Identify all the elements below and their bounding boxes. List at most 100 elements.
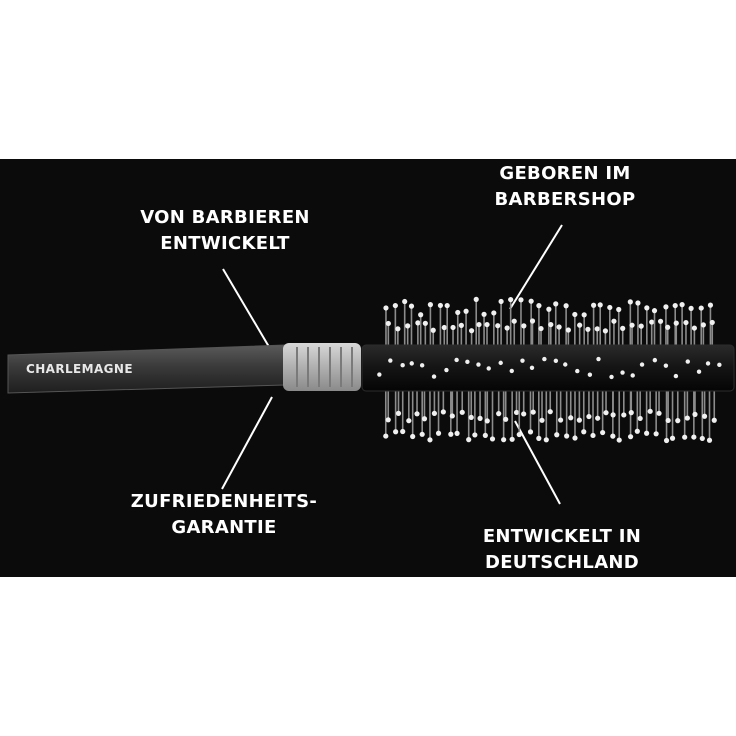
bristle-tip	[465, 359, 470, 365]
bristle-tip	[530, 409, 536, 415]
callout-top-left-line1: VON BARBIEREN	[140, 207, 310, 228]
bristle-tip	[644, 430, 650, 436]
bristle-tip	[585, 326, 591, 332]
callout-top-right-line1: GEBOREN IM	[499, 163, 631, 184]
bristle-tip	[509, 436, 515, 442]
bristle-tip	[620, 325, 626, 331]
bristle-tip	[409, 361, 414, 366]
bristle-tip	[629, 322, 635, 328]
bristle-tip	[410, 433, 416, 440]
bristle-tip	[644, 305, 650, 311]
bristle-tip	[572, 311, 578, 318]
bristle-tip	[587, 372, 593, 377]
bristle-tip	[448, 431, 454, 437]
bristle-tip	[600, 429, 606, 436]
bristle-tip	[459, 409, 465, 415]
bristle-tip	[602, 328, 609, 334]
bristle-tip	[575, 368, 580, 374]
bristle-tip	[594, 326, 600, 332]
bristle-tip	[554, 432, 560, 438]
bristle-tip	[683, 319, 689, 326]
bristle-tip	[444, 367, 449, 373]
bristle-tip	[685, 359, 690, 364]
bristles-front	[377, 356, 722, 380]
bristle-tip	[520, 358, 525, 363]
callout-top-left-line2: ENTWICKELT	[160, 233, 290, 254]
bristle-tip	[705, 361, 711, 366]
bristle-tip	[669, 435, 676, 441]
callout-top-right-line2: BARBERSHOP	[494, 189, 636, 210]
bristle-tip	[400, 428, 406, 435]
bristle-tip	[489, 436, 496, 442]
bristle-tip	[556, 324, 562, 330]
bristle-tip	[431, 374, 437, 379]
bristle-tip	[591, 302, 597, 308]
bristle-tip	[441, 324, 447, 331]
bristle-tip	[450, 324, 456, 331]
callout-bottom-right-line2: DEUTSCHLAND	[484, 552, 640, 573]
brand-logo: CHARLEMAGNE	[26, 362, 133, 376]
callout-bottom-right-line1: ENTWICKELT IN	[482, 526, 642, 547]
bristle-tip	[473, 296, 479, 302]
bristle-tip	[484, 418, 490, 424]
bristle-tip	[692, 411, 698, 417]
bristle-tip	[468, 328, 475, 334]
bristle-tip	[610, 433, 616, 439]
product-panel: CHARLEMAGNE VON BARBIEREN ENTWICKELT GEB…	[0, 159, 736, 577]
bristle-tip	[586, 413, 592, 420]
bristle-tip	[717, 362, 722, 368]
bristle-tip	[400, 363, 405, 368]
bristle-tip	[563, 362, 568, 367]
bristle-tip	[383, 433, 389, 439]
bristle-tip	[679, 302, 685, 308]
bristle-tip	[385, 320, 391, 327]
bristle-tip	[691, 434, 697, 440]
bristle-tip	[484, 321, 490, 328]
callout-lines	[221, 224, 563, 505]
bristle-tip	[395, 326, 401, 332]
bristle-tip	[698, 305, 704, 311]
bristle-tip	[596, 356, 601, 362]
brush-illustration: CHARLEMAGNE	[7, 224, 735, 505]
bristle-tip	[414, 411, 420, 417]
callout-top-right: GEBOREN IM BARBERSHOP	[460, 161, 670, 213]
bristle-tip	[649, 319, 655, 325]
bristle-tip	[498, 360, 503, 366]
bristle-tip	[427, 437, 433, 443]
bristle-tip	[415, 320, 421, 326]
bristle-tip	[647, 408, 653, 414]
bristle-tip	[468, 414, 474, 421]
bristle-tip	[709, 319, 715, 326]
callout-top-left: VON BARBIEREN ENTWICKELT	[122, 205, 328, 257]
bristle-tip	[696, 369, 702, 374]
bristle-tip	[418, 312, 424, 318]
bristle-tip	[521, 323, 527, 329]
bristle-tip	[665, 417, 671, 424]
bristle-tip	[503, 416, 509, 422]
bristle-tip	[665, 324, 671, 330]
bristle-tip	[564, 433, 570, 439]
bristle-tip	[521, 411, 527, 417]
bristle-tip	[427, 302, 434, 308]
bristle-tip	[609, 374, 614, 380]
bristle-tip	[385, 417, 391, 423]
bristle-tip	[536, 435, 542, 441]
bristle-tip	[657, 318, 664, 324]
bristle-tip	[476, 321, 482, 328]
bristle-tip	[440, 409, 446, 415]
bristle-tip	[430, 327, 436, 333]
bristle-tip	[393, 429, 399, 435]
bristle-tip	[707, 302, 714, 308]
bristle-tip	[477, 415, 483, 421]
bristle-tip	[548, 321, 554, 328]
bristle-tip	[527, 429, 534, 435]
bristle-tip	[546, 306, 552, 312]
bristle-tip	[408, 303, 415, 309]
bristle-tip	[392, 302, 398, 309]
bristle-tip	[699, 435, 705, 442]
bristle-tip	[651, 308, 658, 314]
bristle-tip	[673, 320, 679, 326]
bristle-tip	[568, 415, 574, 421]
bristle-tip	[620, 370, 625, 375]
bristle-tip	[701, 413, 708, 419]
